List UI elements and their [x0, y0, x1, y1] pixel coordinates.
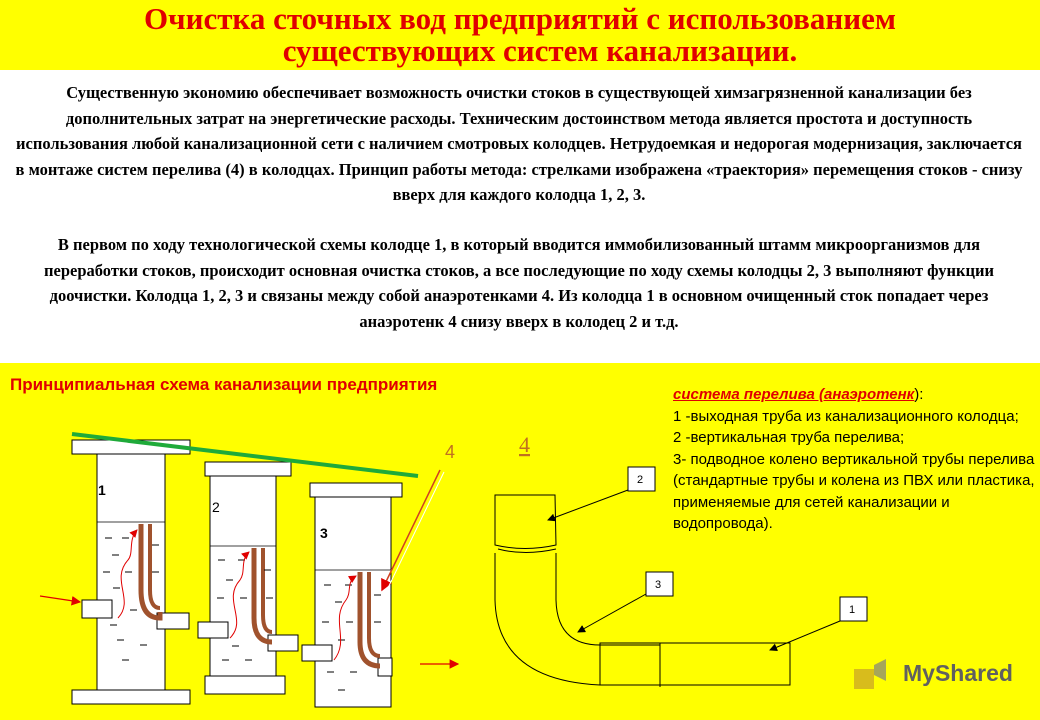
- slide-title: Очистка сточных вод предприятий с исполь…: [0, 0, 1040, 70]
- description-box: Существенную экономию обеспечивает возмо…: [0, 70, 1040, 363]
- detail-label-4: 4: [519, 432, 530, 457]
- level-line: [71, 432, 419, 478]
- legend-title-text: система перелива (анаэротенк: [673, 386, 915, 403]
- callout-1: 1: [769, 596, 868, 652]
- legend-title-suffix: ):: [914, 386, 924, 403]
- callout-2: 2: [547, 466, 656, 522]
- title-line-1: Очистка сточных вод предприятий с исполь…: [143, 1, 896, 36]
- paragraph-2: В первом по ходу технологической схемы к…: [44, 235, 994, 331]
- paragraph-1: Существенную экономию обеспечивает возмо…: [15, 83, 1023, 204]
- callout-3-label: 3: [655, 579, 661, 591]
- well-3-label: 3: [320, 525, 328, 541]
- inlet-arrow: [39, 595, 82, 606]
- well-2-label: 2: [212, 499, 220, 515]
- legend-item-3: 3- подводное колено вертикальной трубы п…: [673, 450, 1035, 533]
- callout-1-label: 1: [849, 604, 855, 616]
- legend-item-2: 2 -вертикальная труба перелива;: [673, 429, 905, 446]
- watermark-text: MyShared: [903, 660, 1013, 686]
- scheme-title: Принципиальная схема канализации предпри…: [10, 375, 438, 394]
- overflow-pointer: [381, 469, 441, 592]
- overflow-detail: 4: [494, 432, 791, 687]
- legend-title: система перелива (анаэротенк):: [673, 384, 1040, 406]
- watermark-icon: [854, 659, 886, 689]
- legend: система перелива (анаэротенк): 1 -выходн…: [673, 384, 1040, 535]
- well-1-label: 1: [98, 482, 106, 498]
- callout-3: 3: [577, 571, 674, 633]
- title-line-2: существующих систем канализации.: [282, 33, 798, 68]
- well-3: 3: [301, 482, 403, 708]
- overflow-label-4: 4: [445, 442, 455, 462]
- callout-2-label: 2: [637, 474, 643, 486]
- well-2: 2: [197, 461, 299, 695]
- legend-item-1: 1 -выходная труба из канализационного ко…: [673, 407, 1019, 425]
- well-1: 1: [71, 439, 191, 705]
